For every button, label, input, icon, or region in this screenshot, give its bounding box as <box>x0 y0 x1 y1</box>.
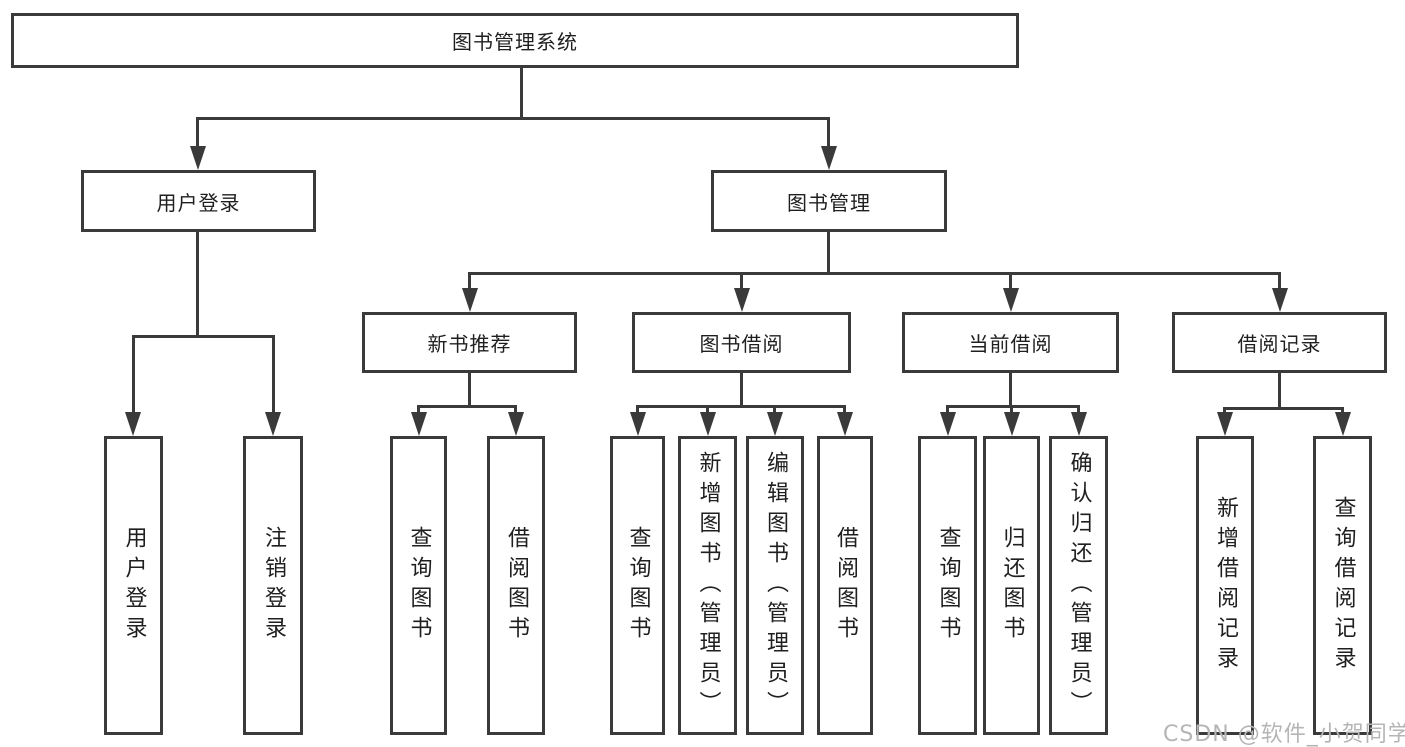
arrowhead-down <box>700 412 716 436</box>
connector-line <box>196 117 830 120</box>
connector-line <box>1278 373 1281 407</box>
connector-line <box>1278 272 1281 290</box>
leaf-add-borrow-record: 新增借阅记录 <box>1196 436 1254 735</box>
leaf-borrow-books-recommend: 借阅图书 <box>487 436 545 735</box>
arrowhead-down <box>411 412 427 436</box>
leaf-label: 用户登录 <box>121 525 147 646</box>
node-current-borrow: 当前借阅 <box>902 312 1119 373</box>
connector-line <box>740 373 743 405</box>
connector-line <box>636 405 639 417</box>
leaf-label: 新增图书（管理员） <box>695 450 721 721</box>
leaf-return-books: 归还图书 <box>983 436 1040 735</box>
connector-line <box>843 405 846 417</box>
node-user-login: 用户登录 <box>81 170 316 232</box>
connector-line <box>417 405 517 408</box>
leaf-user-login: 用户登录 <box>104 436 163 735</box>
leaf-add-books-admin: 新增图书（管理员） <box>678 436 737 735</box>
node-book-management: 图书管理 <box>711 170 947 232</box>
connector-line <box>468 272 1281 275</box>
node-new-book-recommend-label: 新书推荐 <box>427 332 512 356</box>
connector-line <box>1077 405 1080 417</box>
arrowhead-down <box>508 412 524 436</box>
connector-line <box>196 117 199 149</box>
node-book-borrow-label: 图书借阅 <box>699 332 784 356</box>
connector-line <box>1010 405 1013 417</box>
node-new-book-recommend: 新书推荐 <box>362 312 577 373</box>
arrowhead-down <box>1003 288 1019 312</box>
connector-line <box>740 272 743 290</box>
connector-line <box>514 405 517 417</box>
leaf-query-books-current: 查询图书 <box>918 436 977 735</box>
arrowhead-down <box>1217 412 1233 436</box>
leaf-edit-books-admin: 编辑图书（管理员） <box>746 436 804 735</box>
arrowhead-down <box>821 146 837 170</box>
leaf-label: 编辑图书（管理员） <box>763 450 788 721</box>
connector-line <box>773 405 776 417</box>
arrowhead-down <box>1071 412 1087 436</box>
connector-line <box>827 117 830 149</box>
node-current-borrow-label: 当前借阅 <box>968 332 1053 356</box>
arrowhead-down <box>462 288 478 312</box>
arrowhead-down <box>734 288 750 312</box>
connector-line <box>272 335 275 415</box>
leaf-label: 注销登录 <box>261 525 286 646</box>
connector-line <box>468 272 471 290</box>
arrowhead-down <box>1004 412 1020 436</box>
leaf-label: 查询图书 <box>935 525 961 646</box>
connector-line <box>520 68 523 117</box>
arrowhead-down <box>940 412 956 436</box>
node-book-management-label: 图书管理 <box>787 190 871 215</box>
node-borrow-records-label: 借阅记录 <box>1237 332 1322 356</box>
connector-line <box>417 405 420 417</box>
node-borrow-records: 借阅记录 <box>1172 312 1387 373</box>
connector-line <box>196 232 199 335</box>
arrowhead-down <box>125 412 141 436</box>
leaf-label: 新增借阅记录 <box>1213 495 1238 676</box>
arrowhead-down <box>1335 412 1351 436</box>
leaf-query-books-borrow: 查询图书 <box>610 436 665 735</box>
leaf-label: 借阅图书 <box>504 525 529 646</box>
connector-line <box>468 373 471 405</box>
leaf-borrow-books: 借阅图书 <box>817 436 873 735</box>
connector-line <box>132 335 135 415</box>
leaf-label: 查询图书 <box>625 525 651 646</box>
arrowhead-down <box>630 412 646 436</box>
arrowhead-down <box>837 412 853 436</box>
arrowhead-down <box>265 412 281 436</box>
connector-line <box>1223 407 1343 410</box>
leaf-logout: 注销登录 <box>243 436 303 735</box>
node-book-borrow: 图书借阅 <box>632 312 851 373</box>
leaf-label: 归还图书 <box>999 525 1025 646</box>
leaf-label: 查询借阅记录 <box>1330 495 1356 676</box>
arrowhead-down <box>767 412 783 436</box>
connector-line <box>132 335 275 338</box>
leaf-query-books-recommend: 查询图书 <box>390 436 447 735</box>
leaf-label: 借阅图书 <box>833 525 858 646</box>
connector-line <box>1009 373 1012 405</box>
connector-line <box>946 405 949 417</box>
node-root: 图书管理系统 <box>11 13 1019 68</box>
arrowhead-down <box>190 146 206 170</box>
leaf-label: 确认归还（管理员） <box>1066 450 1092 721</box>
connector-line <box>706 405 709 417</box>
connector-line <box>1009 272 1012 290</box>
csdn-watermark: CSDN @软件_小贺同学 <box>1163 722 1405 747</box>
leaf-confirm-return-admin: 确认归还（管理员） <box>1049 436 1108 735</box>
node-user-login-label: 用户登录 <box>156 190 241 215</box>
node-root-label: 图书管理系统 <box>452 30 578 54</box>
leaf-label: 查询图书 <box>406 525 432 646</box>
arrowhead-down <box>1272 288 1288 312</box>
connector-line <box>636 405 846 408</box>
leaf-query-borrow-record: 查询借阅记录 <box>1313 436 1372 735</box>
connector-line <box>827 232 830 272</box>
